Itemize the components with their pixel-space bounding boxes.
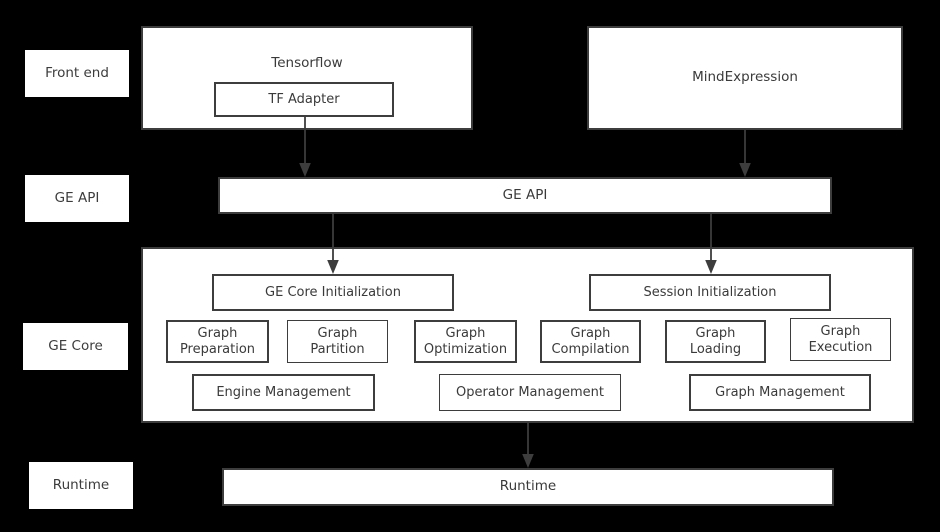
layer-label-front-end: Front end <box>25 50 129 97</box>
module-graph-loading[interactable]: Graph Loading <box>665 320 766 363</box>
module-graph-compilation[interactable]: Graph Compilation <box>540 320 641 363</box>
connector-tf-adapter-to-ge-api <box>296 117 314 179</box>
connector-ge-api-to-ge-core-init <box>324 214 342 276</box>
manager-graph-management[interactable]: Graph Management <box>689 374 871 411</box>
runtime-bar[interactable]: Runtime <box>222 468 834 506</box>
frontend-tf-adapter-label: TF Adapter <box>268 91 340 107</box>
ge-core-initialization-label: GE Core Initialization <box>265 284 401 300</box>
connector-ge-core-to-runtime <box>519 423 537 470</box>
manager-operator-management-label: Operator Management <box>456 384 604 400</box>
ge-core-initialization-node[interactable]: GE Core Initialization <box>212 274 454 311</box>
runtime-bar-label: Runtime <box>499 478 557 495</box>
session-initialization-label: Session Initialization <box>643 284 777 300</box>
layer-label-ge-core: GE Core <box>23 323 128 370</box>
manager-engine-management[interactable]: Engine Management <box>192 374 375 411</box>
frontend-tf-adapter-node[interactable]: TF Adapter <box>214 82 394 117</box>
module-graph-preparation-label: Graph Preparation <box>179 326 256 357</box>
module-graph-partition[interactable]: Graph Partition <box>287 320 388 363</box>
module-graph-execution[interactable]: Graph Execution <box>790 318 891 361</box>
manager-engine-management-label: Engine Management <box>216 384 351 400</box>
session-initialization-node[interactable]: Session Initialization <box>589 274 831 311</box>
module-graph-compilation-label: Graph Compilation <box>551 326 630 357</box>
ge-api-bar-label: GE API <box>502 186 548 203</box>
layer-label-runtime-text: Runtime <box>52 476 110 493</box>
layer-label-ge-core-text: GE Core <box>48 337 103 354</box>
ge-api-bar[interactable]: GE API <box>218 177 832 214</box>
connector-mindexpression-to-ge-api <box>736 130 754 179</box>
frontend-mindexpression-group: MindExpression <box>587 26 903 130</box>
layer-label-runtime: Runtime <box>29 462 133 509</box>
manager-operator-management[interactable]: Operator Management <box>439 374 621 411</box>
module-graph-optimization-label: Graph Optimization <box>423 326 508 357</box>
connector-ge-api-to-session-init <box>702 214 720 276</box>
layer-label-ge-api-text: GE API <box>54 189 100 206</box>
layer-label-front-end-text: Front end <box>45 64 109 81</box>
module-graph-preparation[interactable]: Graph Preparation <box>166 320 269 363</box>
layer-label-ge-api: GE API <box>25 175 129 222</box>
module-graph-execution-label: Graph Execution <box>808 324 873 355</box>
manager-graph-management-label: Graph Management <box>715 384 845 400</box>
module-graph-optimization[interactable]: Graph Optimization <box>414 320 517 363</box>
module-graph-loading-label: Graph Loading <box>689 326 742 357</box>
frontend-mindexpression-title: MindExpression <box>692 69 798 86</box>
module-graph-partition-label: Graph Partition <box>310 326 365 357</box>
frontend-tensorflow-title: Tensorflow <box>271 55 343 71</box>
